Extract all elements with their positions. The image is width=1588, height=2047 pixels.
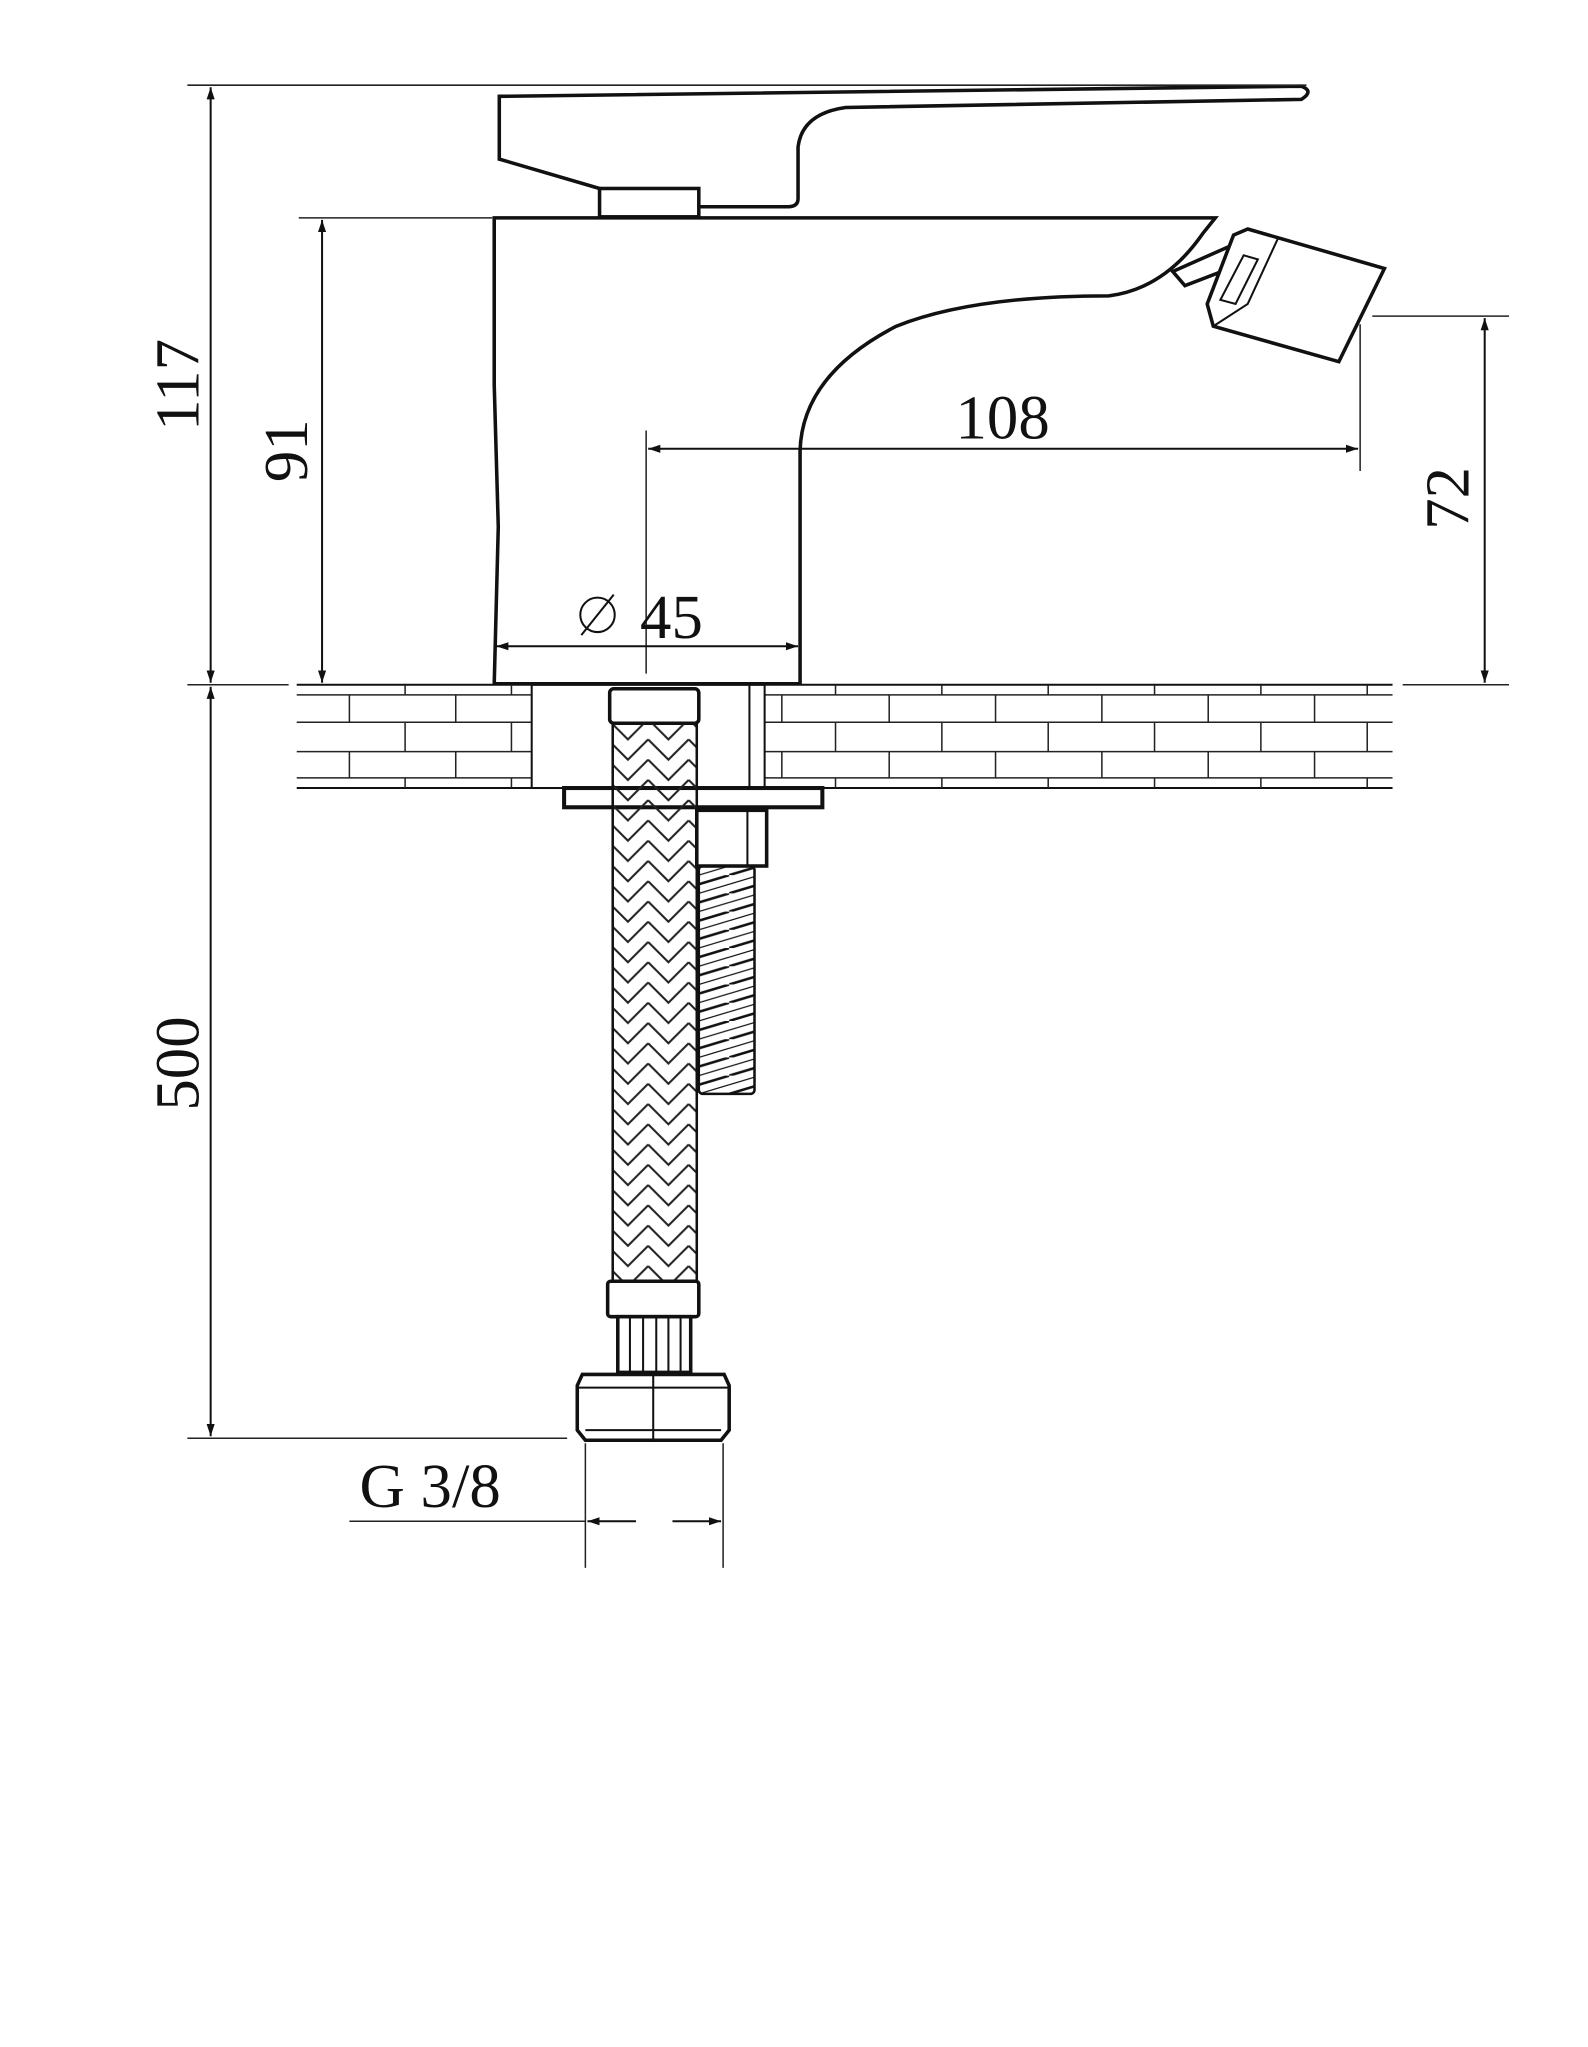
dimension-total-height: 117	[143, 84, 1307, 683]
dim-label-45: 45	[640, 582, 703, 652]
flexible-hose	[575, 687, 731, 1443]
spray-nozzle	[1205, 227, 1387, 364]
faucet-body	[492, 84, 1387, 686]
dim-label-91: 91	[251, 419, 321, 482]
hose-top-fitting	[607, 687, 701, 725]
stud-nut	[695, 808, 769, 868]
nozzle-inner	[1218, 254, 1260, 306]
diameter-symbol-icon	[579, 593, 616, 636]
hose-collar	[605, 1279, 701, 1319]
dimension-thread: G 3/8	[349, 1443, 724, 1568]
dimension-body-diameter: 45	[496, 582, 799, 652]
dim-label-108: 108	[956, 383, 1050, 453]
lever-mount	[597, 186, 701, 219]
dimension-body-height: 91	[251, 217, 493, 683]
dimension-hose-length: 500	[143, 683, 568, 1439]
dimension-nozzle-height: 72	[1372, 315, 1510, 686]
dim-label-117: 117	[143, 339, 213, 431]
dimension-spout-reach: 108	[645, 324, 1361, 674]
threaded-stud	[697, 864, 756, 1096]
dim-label-thread: G 3/8	[360, 1451, 501, 1521]
braided-hose	[611, 721, 699, 1283]
countertop	[296, 683, 1393, 790]
dim-label-500: 500	[143, 1016, 213, 1110]
dim-label-72: 72	[1412, 467, 1482, 530]
lever-handle	[497, 84, 1310, 209]
spout-body	[492, 216, 1219, 686]
